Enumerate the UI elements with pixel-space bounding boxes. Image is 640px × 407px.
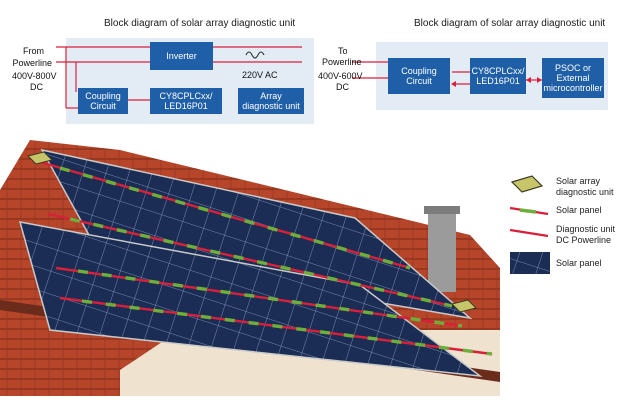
psoc-line1: PSOC or bbox=[554, 63, 591, 73]
powerline-icon bbox=[509, 228, 549, 238]
left-dc-label: DC bbox=[30, 82, 43, 92]
right-coupling-line1: Coupling bbox=[401, 66, 437, 76]
left-chip-block: CY8CPLCxx/ LED16P01 bbox=[150, 88, 222, 114]
right-diagram-title: Block diagram of solar array diagnostic … bbox=[414, 18, 606, 29]
psoc-line3: microcontroller bbox=[543, 83, 603, 93]
left-chip-line2: LED16P01 bbox=[164, 101, 208, 111]
diagnostic-unit-icon bbox=[510, 175, 544, 193]
array-line1: Array bbox=[260, 91, 282, 101]
solar-panel-line-icon bbox=[509, 206, 549, 216]
right-powerline-label: Powerline bbox=[322, 57, 362, 67]
array-diagnostic-block: Array diagnostic unit bbox=[238, 88, 304, 114]
legend-solar-panel-swatch-label: Solar panel bbox=[556, 258, 602, 268]
right-voltage-label: 400V-600V bbox=[318, 71, 363, 81]
left-coupling-line2: Circuit bbox=[90, 101, 116, 111]
right-chip-line1: CY8CPLCxx/ bbox=[471, 66, 525, 76]
right-to-label: To bbox=[338, 46, 348, 56]
solar-panel-swatch-icon bbox=[510, 252, 550, 274]
powerline-paths bbox=[39, 160, 493, 356]
left-chip-line1: CY8CPLCxx/ bbox=[159, 91, 213, 101]
array-line2: diagnostic unit bbox=[242, 101, 300, 111]
left-diagram-title: Block diagram of solar array diagnostic … bbox=[104, 18, 296, 29]
right-chip-block: CY8CPLCxx/ LED16P01 bbox=[470, 58, 526, 94]
diagnostic-unit-markers bbox=[27, 151, 477, 313]
left-voltage-label: 400V-800V bbox=[12, 71, 57, 81]
left-coupling-line1: Coupling bbox=[85, 91, 121, 101]
inverter-label: Inverter bbox=[166, 51, 197, 61]
right-coupling-circuit-block: Coupling Circuit bbox=[388, 58, 450, 94]
left-from-label: From bbox=[23, 46, 44, 56]
ac-output-label: 220V AC bbox=[242, 70, 278, 80]
psoc-block: PSOC or External microcontroller bbox=[542, 58, 604, 98]
legend-solar-panel-line-label: Solar panel bbox=[556, 205, 602, 215]
left-powerline-label: Powerline bbox=[12, 58, 52, 68]
right-chip-line2: LED16P01 bbox=[476, 76, 520, 86]
left-coupling-circuit-block: Coupling Circuit bbox=[78, 88, 128, 114]
right-dc-label: DC bbox=[336, 82, 349, 92]
inverter-block: Inverter bbox=[150, 42, 213, 70]
psoc-line2: External bbox=[556, 73, 590, 83]
right-coupling-line2: Circuit bbox=[406, 76, 432, 86]
